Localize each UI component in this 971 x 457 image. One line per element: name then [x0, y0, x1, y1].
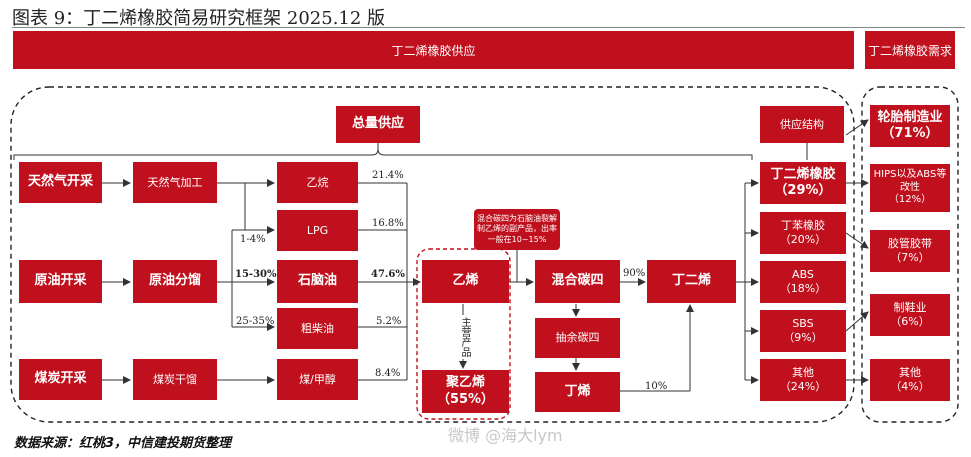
- diesel-node: 粗柴油: [277, 308, 358, 349]
- crude-distillation: 原油分馏: [133, 260, 217, 303]
- total-supply-label: 总量供应: [336, 106, 420, 143]
- ethane-node: 乙烷: [277, 162, 358, 203]
- demand-footwear: 制鞋业 （6%）: [870, 294, 950, 336]
- pct-diesel-input: 25-35%: [236, 316, 275, 327]
- main-product-label: 主营产品: [457, 315, 472, 359]
- pct-diesel: 5.2%: [376, 316, 402, 327]
- demand-other: 其他 （4%）: [870, 359, 950, 401]
- watermark: 微博 @海大lym: [448, 426, 563, 445]
- structure-sbs: SBS （9%）: [760, 310, 846, 352]
- source-note: 数据来源：红桃3，中信建投期货整理: [14, 436, 232, 451]
- gas-processing: 天然气加工: [133, 162, 217, 203]
- coal-distillation: 煤炭干馏: [133, 359, 217, 400]
- coal-mining: 煤炭开采: [19, 359, 102, 400]
- pct-naphtha-input: 15-30%: [235, 269, 277, 280]
- supply-banner: 丁二烯橡胶供应: [13, 31, 854, 69]
- ethylene-node: 乙烯: [422, 260, 509, 303]
- coal-methanol-node: 煤/甲醇: [277, 359, 358, 400]
- mixed-c4-node: 混合碳四: [535, 260, 620, 303]
- naphtha-node: 石脑油: [277, 260, 358, 303]
- structure-br: 丁二烯橡胶 （29%）: [760, 162, 846, 204]
- structure-other: 其他 （24%）: [760, 359, 846, 401]
- lpg-node: LPG: [277, 210, 358, 251]
- natural-gas-extraction: 天然气开采: [19, 162, 102, 203]
- supply-dashed-frame: [10, 86, 855, 423]
- structure-abs: ABS （18%）: [760, 261, 846, 303]
- mixed-c4-note: 混合碳四为石脑油裂解制乙烯的副产品，出率一般在10~15%: [474, 209, 560, 250]
- crude-oil-extraction: 原油开采: [19, 260, 102, 303]
- demand-hose-belt: 胶管胶带 （7%）: [870, 230, 950, 272]
- polyethylene-node: 聚乙烯 （55%）: [422, 370, 509, 413]
- structure-sbr: 丁苯橡胶 （20%）: [760, 212, 846, 254]
- supply-structure-label: 供应结构: [760, 106, 844, 143]
- pct-mixed-c4-out: 90%: [623, 268, 646, 279]
- pct-ethane: 21.4%: [372, 170, 404, 181]
- demand-hips-abs: HIPS以及ABS等改性 （12%）: [870, 164, 950, 212]
- figure-title: 图表 9：丁二烯橡胶简易研究框架 2025.12 版: [12, 8, 386, 29]
- demand-tire: 轮胎制造业 （71%）: [870, 105, 950, 147]
- butene-node: 丁烯: [535, 372, 620, 412]
- pct-lpg-input: 1-4%: [240, 234, 266, 245]
- pct-naphtha: 47.6%: [371, 269, 405, 280]
- pct-butene-out: 10%: [645, 381, 668, 392]
- demand-banner: 丁二烯橡胶需求: [865, 31, 955, 69]
- raffinate-c4-node: 抽余碳四: [535, 318, 620, 358]
- ethylene-dashed-frame: [416, 248, 511, 420]
- title-divider: [12, 27, 965, 28]
- demand-dashed-frame: [861, 86, 959, 423]
- pct-lpg: 16.8%: [372, 218, 404, 229]
- butadiene-node: 丁二烯: [647, 260, 736, 303]
- pct-coal: 8.4%: [375, 368, 401, 379]
